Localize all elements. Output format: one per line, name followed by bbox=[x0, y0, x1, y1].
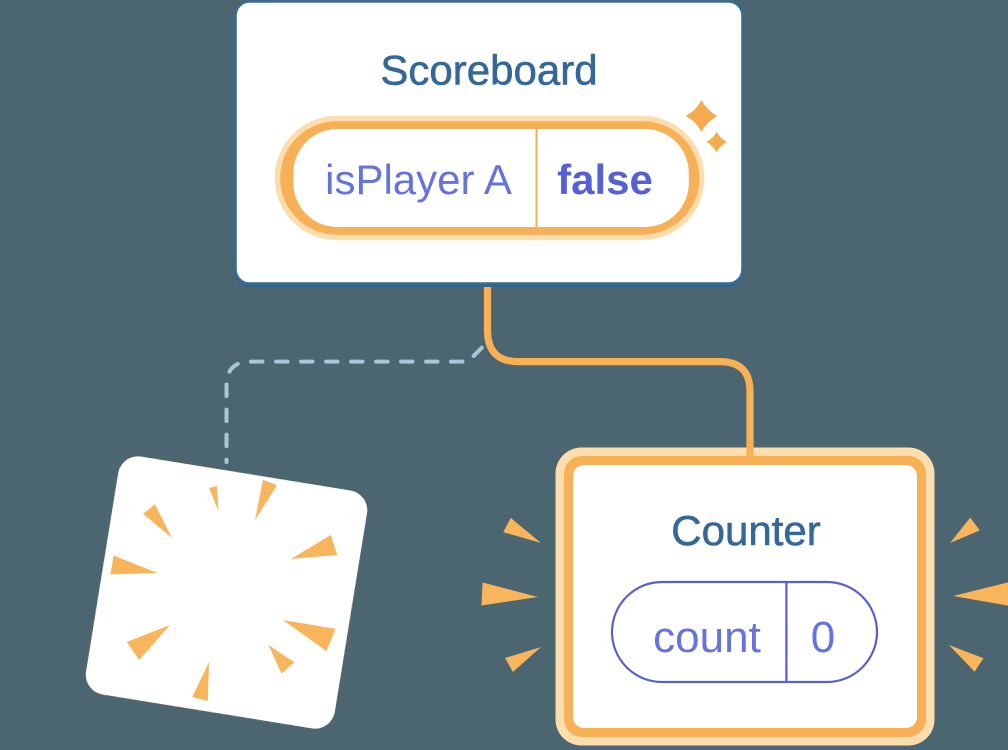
svg-text:0: 0 bbox=[811, 613, 835, 662]
svg-text:isPlayer A: isPlayer A bbox=[325, 156, 512, 203]
svg-text:Counter: Counter bbox=[671, 507, 820, 554]
svg-text:count: count bbox=[653, 613, 761, 662]
svg-text:Scoreboard: Scoreboard bbox=[380, 47, 597, 94]
svg-text:false: false bbox=[557, 156, 653, 203]
